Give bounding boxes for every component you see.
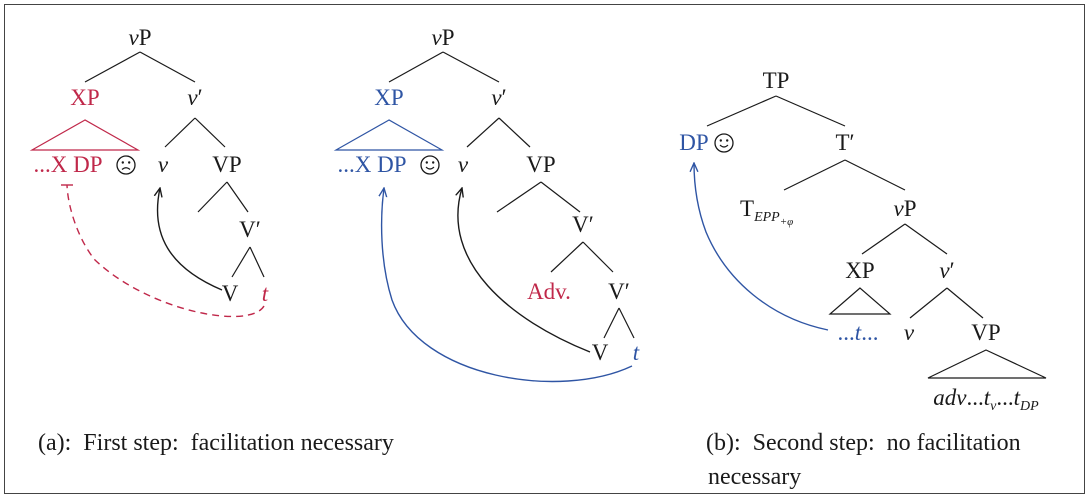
tree-a-trace: t: [262, 281, 269, 306]
caption-a: (a): First step: facilitation necessary: [38, 430, 394, 456]
tree-c-trace-leaf: ...t...: [838, 320, 879, 345]
tree-a-vp: VP: [212, 152, 241, 177]
tree-b-xp-triangle: [333, 119, 445, 151]
tree-b-adv: Adv.: [527, 279, 571, 304]
tree-a: vP XP v′ ...X DP v VP V′ V t: [29, 25, 269, 318]
tree-c-dp-movement-arrow: [694, 163, 829, 331]
tree-c-tbar: T′: [835, 130, 854, 155]
tree-a-xp: XP: [70, 85, 99, 110]
tree-a-blocked-movement-arrow: [66, 184, 265, 318]
smiley-face-icon: [714, 133, 734, 153]
tree-c-vbar: v′: [939, 258, 954, 283]
tree-b-verb: V: [592, 340, 609, 365]
tree-b-trace: t: [633, 340, 640, 365]
tree-b-vprime-upper: V′: [572, 212, 594, 237]
tree-b-head-movement-arrow: [458, 188, 591, 353]
tree-c-vp-triangle: [927, 349, 1047, 379]
tree-a-verb: V: [222, 281, 239, 306]
tree-b-v-head: v: [458, 152, 469, 177]
tree-b-vprime-lower: V′: [608, 279, 630, 304]
tree-c-tp: TP: [763, 68, 790, 93]
tree-a-vprime: V′: [239, 217, 261, 242]
tree-c-dp: DP: [679, 130, 708, 155]
tree-a-v-head: v: [158, 152, 169, 177]
tree-c-xp: XP: [845, 258, 874, 283]
tree-b-xp: XP: [374, 85, 403, 110]
tree-b-vp: VP: [526, 152, 555, 177]
tree-c-t-head: TEPP+φ: [740, 196, 793, 228]
smiley-face-icon: [420, 155, 440, 175]
sad-face-icon: [116, 155, 136, 175]
tree-a-head-movement-arrow: [158, 188, 223, 291]
caption-b-line1: (b): Second step: no facilitation: [706, 430, 1021, 456]
tree-a-xp-triangle: [29, 119, 141, 151]
tree-b: vP XP v′ ...X DP v VP V′ Adv. V′ V t: [333, 25, 640, 383]
caption-b: (b): Second step: no facilitation necess…: [706, 426, 1056, 494]
tree-b-dp-movement-arrow: [382, 188, 633, 383]
tree-a-vbar: v′: [187, 85, 202, 110]
figure-frame: [4, 4, 1085, 494]
tree-a-vp-root: vP: [128, 25, 151, 50]
tree-b-vbar: v′: [491, 85, 506, 110]
tree-c-vp-leaf: adv...tv...tDP: [933, 385, 1039, 414]
tree-c-vp: vP: [893, 196, 916, 221]
tree-b-vp-root: vP: [431, 25, 454, 50]
tree-c-v-head: v: [904, 320, 915, 345]
tree-c: TP DP T′ TEPP+φ vP XP v′ ...t... v VP ad…: [679, 68, 1047, 414]
tree-c-xp-triangle: [828, 287, 892, 315]
tree-a-x-dp: ...X DP: [33, 152, 102, 177]
tree-b-x-dp: ...X DP: [337, 152, 406, 177]
caption-b-line2: necessary: [708, 464, 802, 490]
tree-c-inner-vp: VP: [971, 320, 1000, 345]
